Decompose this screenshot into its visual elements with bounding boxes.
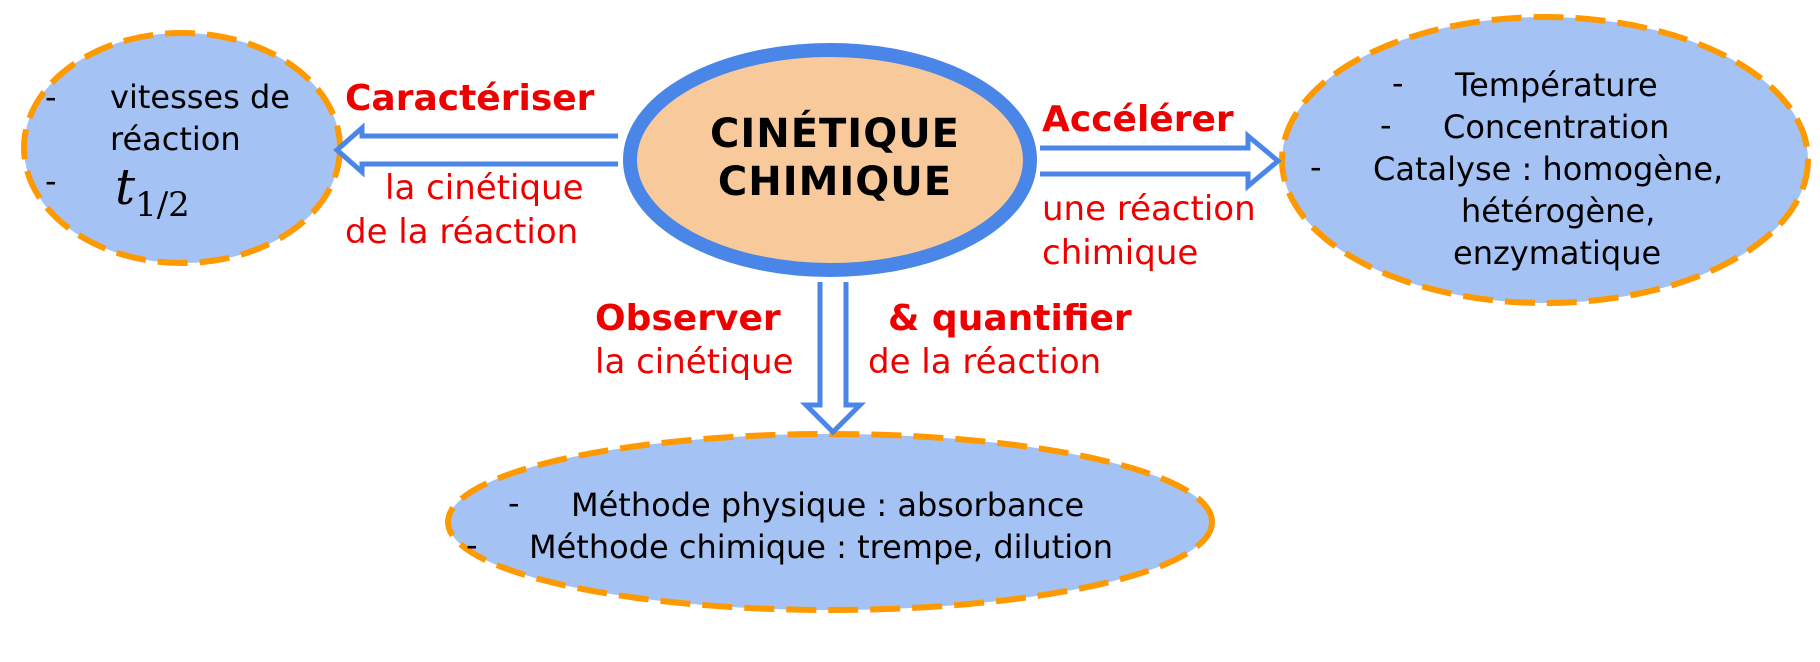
right-object-line2: chimique [1042,233,1199,273]
bottom-object-left: la cinétique [595,342,794,382]
left-bullet-2: - [45,162,57,200]
center-title-line2: CHIMIQUE [717,159,953,205]
right-item-2: Concentration [1443,108,1670,146]
bottom-verb-right: & quantifier [888,298,1132,339]
arrow-to-bottom-node [799,282,867,436]
center-title: CINÉTIQUE CHIMIQUE [610,110,1060,206]
right-verb: Accélérer [1042,99,1234,140]
arrow-to-left-node [333,122,618,178]
right-item-1: Température [1455,66,1658,104]
left-item-1: vitesses de [110,78,290,116]
left-bullet-1: - [45,78,57,116]
bottom-bullet-2: - [466,526,478,564]
right-item-4: hétérogène, [1461,192,1656,230]
half-life-formula: t1/2 [115,158,190,225]
bottom-bullet-1: - [508,484,520,522]
right-bullet-2: - [1380,106,1392,144]
right-bullet-3: - [1310,148,1322,186]
left-object-line1: la cinétique [385,168,584,208]
arrow-to-right-node [1040,130,1282,192]
left-object-line2: de la réaction [345,212,579,252]
bottom-node [445,431,1215,613]
formula-base: t [115,158,136,216]
right-object-line1: une réaction [1042,189,1256,229]
bottom-item-1: Méthode physique : absorbance [571,486,1085,524]
right-node [1279,14,1811,306]
bottom-item-2: Méthode chimique : trempe, dilution [529,528,1113,566]
center-title-line1: CINÉTIQUE [709,111,960,157]
left-item-2: réaction [110,120,241,158]
bottom-object-right: de la réaction [868,342,1102,382]
right-item-3: Catalyse : homogène, [1373,150,1724,188]
right-item-5: enzymatique [1453,234,1662,272]
right-bullet-1: - [1392,64,1404,102]
bottom-verb-left: Observer [595,298,781,339]
center-node [623,43,1037,277]
left-verb: Caractériser [345,78,595,119]
formula-sub: 1/2 [135,185,190,225]
